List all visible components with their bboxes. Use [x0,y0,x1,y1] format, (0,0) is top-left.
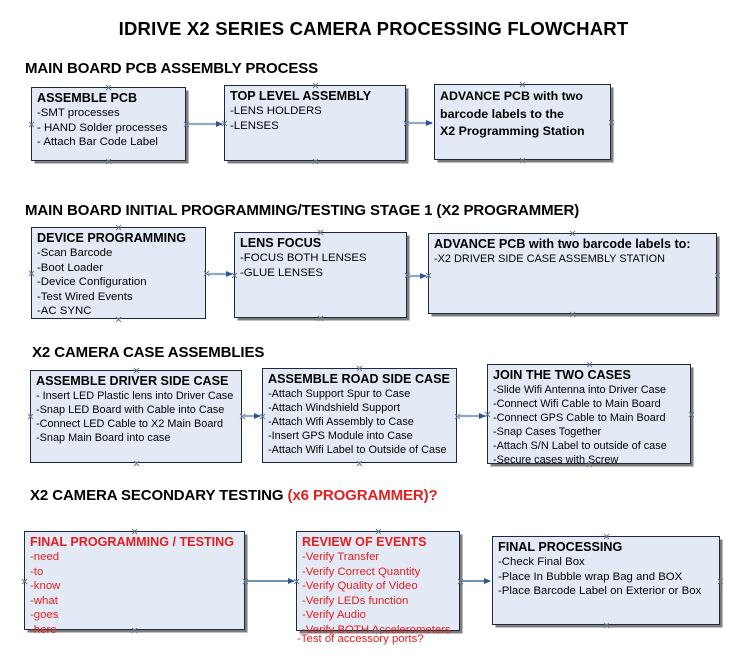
section-header-2-text: MAIN BOARD INITIAL PROGRAMMING/TESTING S… [25,202,580,219]
box-review-events-line-3: -Verify Quality of Video [302,580,418,593]
box-join-cases-line-2: -Connect Wifi Cable to Main Board [493,398,661,410]
box-lens-focus-title: LENS FOCUS [240,236,322,250]
box-driver-case-line-2: -Snap LED Board with Cable into Case [36,404,225,416]
box-device-programming-line-2: -Boot Loader [37,261,103,274]
box-final-processing[interactable]: FINAL PROCESSING -Check Final Box -Place… [492,536,720,625]
box-final-prog-line-1: -need [30,551,60,563]
box-final-processing-title: FINAL PROCESSING [498,540,623,554]
box-final-prog-line-2: -to [30,565,44,578]
box-join-cases-line-6: -Secure cases with Screw [493,454,619,466]
box-road-case-title: ASSEMBLE ROAD SIDE CASE [268,372,450,386]
box-road-case-line-3: -Attach Wifi Assembly to Case [268,416,414,428]
box-assemble-pcb-title: ASSEMBLE PCB [37,91,138,105]
page-title: IDRIVE X2 SERIES CAMERA PROCESSING FLOWC… [118,18,629,39]
section-header-4: X2 CAMERA SECONDARY TESTING (x6 PROGRAMM… [30,487,438,504]
box-review-events-title: REVIEW OF EVENTS [302,535,427,549]
box-assemble-pcb-line-1: -SMT processes [37,107,120,119]
box-review-events-line-5: -Verify Audio [302,609,366,622]
box-final-prog-line-6: -here [30,623,57,636]
box-lens-focus[interactable]: LENS FOCUS -FOCUS BOTH LENSES -GLUE LENS… [234,232,407,318]
box-review-events-overflow-line: -Test of accessory ports? [297,633,424,645]
box-advance-pcb-line-1: ADVANCE PCB with two [440,89,583,103]
box-review-of-events[interactable]: REVIEW OF EVENTS -Verify Transfer -Verif… [296,531,460,636]
section-header-2: MAIN BOARD INITIAL PROGRAMMING/TESTING S… [25,202,579,219]
box-device-programming-line-4: -Test Wired Events [37,290,133,303]
box-device-programming[interactable]: DEVICE PROGRAMMING -Scan Barcode -Boot L… [31,227,206,319]
box-advance-pcb-line-2: barcode labels to the [440,106,564,121]
section-header-1: MAIN BOARD PCB ASSEMBLY PROCESS [25,60,318,77]
box-final-processing-line-1: -Check Final Box [498,556,585,568]
box-advance-pcb-line-3: X2 Programming Station [440,124,585,138]
box-final-prog-line-4: -what [30,594,58,607]
box-road-case-line-1: -Attach Support Spur to Case [268,388,411,400]
box-device-programming-line-5: -AC SYNC [37,305,92,318]
box-final-processing-line-3: -Place Barcode Label on Exterior or Box [498,585,702,598]
box-review-events-line-6: -Verify BOTH Accelerometers [302,623,451,636]
box-assemble-road-side-case[interactable]: ASSEMBLE ROAD SIDE CASE -Attach Support … [262,368,457,463]
box-join-cases-title: JOIN THE TWO CASES [493,368,631,382]
box-lens-focus-line-1: -FOCUS BOTH LENSES [240,252,367,264]
box-advance-pcb-to-driver-side-case[interactable]: ADVANCE PCB with two barcode labels to: … [428,233,717,314]
box-device-programming-line-3: -Device Configuration [37,276,147,289]
box-assemble-driver-side-case[interactable]: ASSEMBLE DRIVER SIDE CASE - Insert LED P… [30,370,242,463]
box-top-level-assembly-title: TOP LEVEL ASSEMBLY [230,89,372,103]
box-road-case-line-5: -Attach Wifi Label to Outside of Case [268,444,447,456]
box-final-processing-line-2: -Place In Bubble wrap Bag and BOX [498,570,683,583]
box-assemble-pcb-line-2: - HAND Solder processes [37,121,168,134]
box-top-level-assembly[interactable]: TOP LEVEL ASSEMBLY -LENS HOLDERS -LENSES [224,85,406,161]
box-assemble-pcb[interactable]: ASSEMBLE PCB -SMT processes - HAND Solde… [31,87,186,161]
box-lens-focus-line-2: -GLUE LENSES [240,266,323,279]
section-header-1-text: MAIN BOARD PCB ASSEMBLY PROCESS [25,60,319,77]
box-road-case-line-4: -Insert GPS Module into Case [268,430,413,442]
section-header-3: X2 CAMERA CASE ASSEMBLIES [32,344,264,361]
box-review-events-line-4: -Verify LEDs function [302,594,409,607]
box-final-prog-line-3: -know [30,580,61,593]
box-top-level-assembly-line-1: -LENS HOLDERS [230,105,322,117]
section-header-3-text: X2 CAMERA CASE ASSEMBLIES [32,344,265,361]
box-final-prog-title: FINAL PROGRAMMING / TESTING [30,535,235,549]
box-device-programming-title: DEVICE PROGRAMMING [37,231,187,245]
box-final-prog-line-5: -goes [30,609,59,622]
section-header-4-text: X2 CAMERA SECONDARY TESTING [30,487,288,504]
box-join-cases-line-4: -Snap Cases Together [493,426,602,438]
box-advance-pcb-to-programming-station[interactable]: ADVANCE PCB with two barcode labels to t… [434,84,611,160]
box-driver-case-line-4: -Snap Main Board into case [36,432,171,444]
box-join-cases-line-1: -Slide Wifi Antenna into Driver Case [493,384,667,396]
box-road-case-line-2: -Attach Windshield Support [268,402,400,414]
box-driver-case-title: ASSEMBLE DRIVER SIDE CASE [36,374,229,388]
box-final-programming-testing[interactable]: FINAL PROGRAMMING / TESTING -need -to -k… [24,531,245,636]
box-advance-pcb-2-title: ADVANCE PCB with two barcode labels to: [434,237,691,251]
box-join-cases-line-3: -Connect GPS Cable to Main Board [493,412,666,424]
box-top-level-assembly-line-2: -LENSES [230,119,279,132]
box-join-cases-line-5: -Attach S/N Label to outside of case [493,440,667,452]
box-advance-pcb-2-line-1: -X2 DRIVER SIDE CASE ASSEMBLY STATION [434,253,665,265]
box-device-programming-line-1: -Scan Barcode [37,247,113,259]
box-driver-case-line-1: - Insert LED Plastic lens into Driver Ca… [36,390,234,402]
box-assemble-pcb-line-3: - Attach Bar Code Label [37,136,158,149]
box-review-events-line-1: -Verify Transfer [302,551,380,563]
box-review-events-line-2: -Verify Correct Quantity [302,565,421,578]
box-join-the-two-cases[interactable]: JOIN THE TWO CASES -Slide Wifi Antenna i… [487,364,691,466]
box-driver-case-line-3: -Connect LED Cable to X2 Main Board [36,418,224,430]
section-header-4-suffix: (x6 PROGRAMMER)? [287,487,438,504]
